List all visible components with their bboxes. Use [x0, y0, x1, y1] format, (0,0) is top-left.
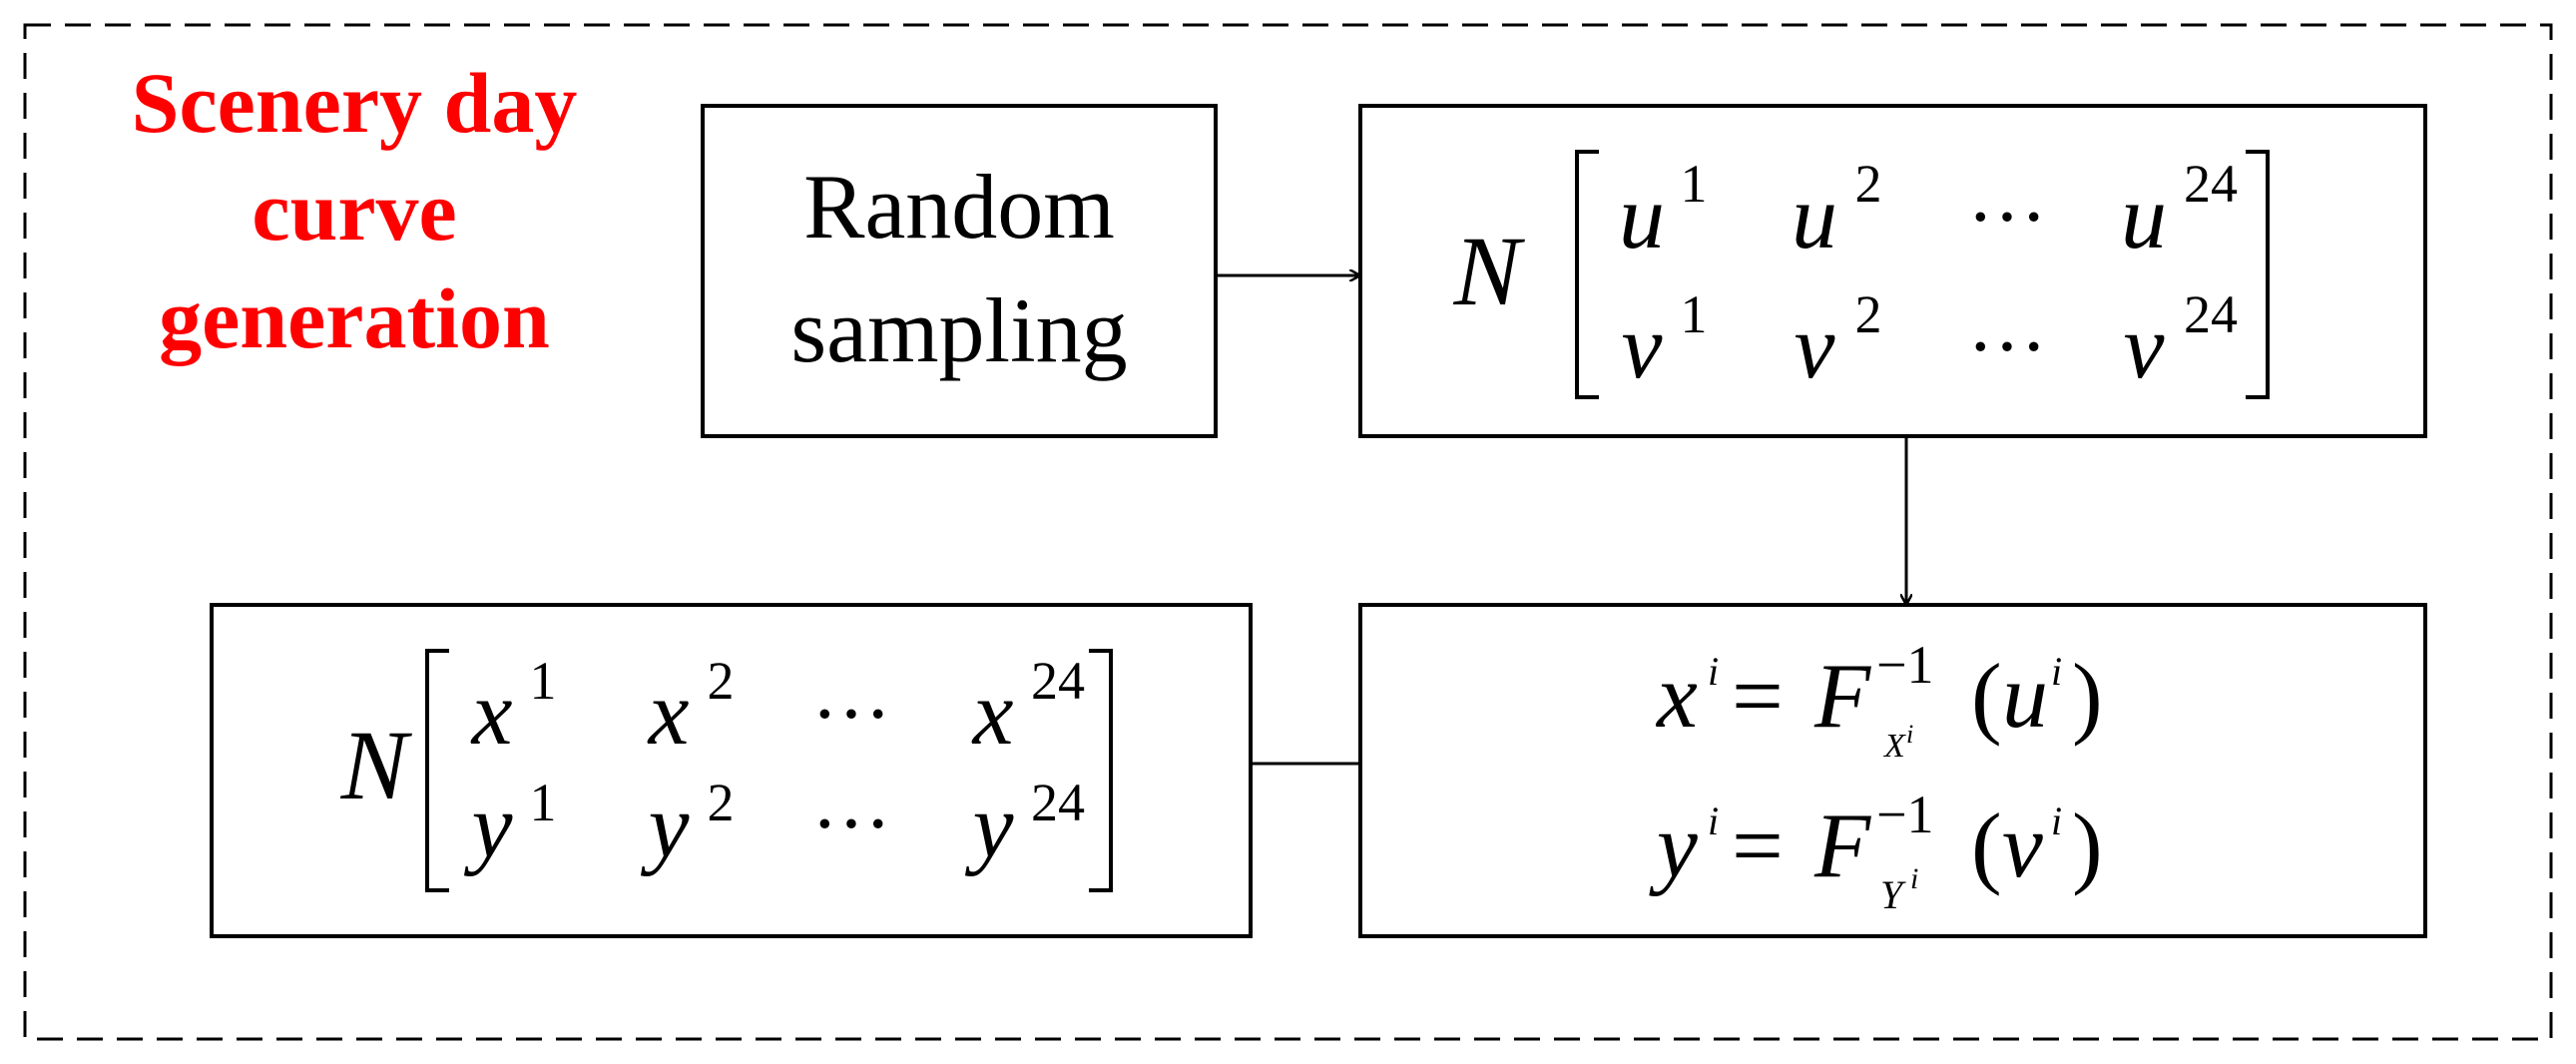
- eq1-function-sub: X: [1882, 728, 1906, 765]
- eq2-argument: v: [2002, 795, 2043, 896]
- eq2-function-sup: −1: [1876, 785, 1933, 844]
- uv-matrix-u24: u: [2121, 166, 2167, 267]
- uv-matrix-row1-ellipsis: ···: [1967, 174, 2047, 262]
- eq1-equals: =: [1732, 645, 1784, 747]
- random-sampling-box: [701, 104, 1218, 438]
- uv-matrix-u1-sup: 1: [1681, 154, 1708, 214]
- eq2-argument-sup: i: [2051, 798, 2062, 843]
- eq2-open-paren: (: [1971, 795, 2002, 896]
- uv-matrix-right-bracket: [2246, 150, 2270, 399]
- eq1-open-paren: (: [1971, 645, 2002, 747]
- xy-matrix-right-bracket: [1089, 649, 1113, 892]
- xy-matrix-y1-sup: 1: [530, 773, 557, 832]
- random-sampling-label-line-1: Random: [803, 156, 1115, 258]
- uv-matrix-u2: u: [1792, 166, 1837, 267]
- eq2-equals: =: [1732, 795, 1784, 896]
- uv-matrix-u24-sup: 24: [2184, 154, 2238, 214]
- uv-matrix-prefix: N: [1453, 216, 1526, 326]
- uv-matrix-node: N u 1 u 2 ··· u 24 v 1 v 2 ··· v 24: [1358, 104, 2427, 438]
- eq1-function: F: [1813, 645, 1871, 747]
- eq2-function-sub-sup: i: [1910, 862, 1918, 895]
- eq2-function: F: [1813, 795, 1871, 896]
- eq1-close-paren: ): [2072, 645, 2103, 747]
- xy-matrix-node: N x 1 x 2 ··· x 24 y 1 y 2 ··· y 24: [210, 603, 1253, 938]
- uv-matrix-v1-sup: 1: [1681, 284, 1708, 344]
- eq1-argument: u: [2002, 645, 2048, 747]
- eq1-lhs-sup: i: [1708, 649, 1719, 694]
- xy-matrix-x1: x: [470, 662, 513, 764]
- eq1-function-sub-sup: i: [1906, 720, 1913, 749]
- xy-matrix-y1: y: [464, 775, 513, 876]
- xy-matrix-y24: y: [965, 775, 1014, 876]
- eq2-lhs-sup: i: [1708, 798, 1719, 843]
- inverse-cdf-box: [1358, 603, 2427, 938]
- dashed-group-frame: [23, 23, 2553, 1041]
- xy-matrix-y2-sup: 2: [708, 773, 735, 832]
- xy-matrix-x1-sup: 1: [530, 651, 557, 711]
- xy-matrix-prefix: N: [340, 710, 413, 820]
- group-title: Scenery day curve generation: [132, 55, 578, 366]
- xy-matrix-x2-sup: 2: [708, 651, 735, 711]
- eq1-lhs: x: [1655, 645, 1698, 747]
- eq1-function-sup: −1: [1876, 635, 1933, 695]
- inverse-cdf-equation-y: y i = F −1 Y i ( v i ): [1649, 785, 2103, 917]
- xy-matrix-left-bracket: [425, 649, 449, 892]
- xy-matrix-y24-sup: 24: [1031, 773, 1085, 832]
- uv-matrix-v2: v: [1795, 295, 1835, 397]
- group-title-line-1: Scenery day: [132, 55, 578, 151]
- xy-matrix-box: [210, 603, 1253, 938]
- uv-matrix-u2-sup: 2: [1855, 154, 1882, 214]
- uv-matrix-v2-sup: 2: [1855, 284, 1882, 344]
- xy-matrix-row2-ellipsis: ···: [811, 781, 891, 868]
- uv-matrix-v24: v: [2124, 295, 2165, 397]
- inverse-cdf-node: x i = F −1 X i ( u i ) y i = F −1 Y i ( …: [1358, 603, 2427, 938]
- uv-matrix-v1: v: [1622, 295, 1663, 397]
- inverse-cdf-equation-x: x i = F −1 X i ( u i ): [1655, 635, 2103, 765]
- group-title-line-2: curve: [252, 163, 456, 259]
- uv-matrix-row2-ellipsis: ···: [1967, 303, 2047, 391]
- uv-matrix-box: [1358, 104, 2427, 438]
- group-title-line-3: generation: [159, 270, 550, 366]
- xy-matrix-x2: x: [647, 662, 690, 764]
- eq2-lhs: y: [1649, 795, 1698, 896]
- xy-matrix-x24: x: [971, 662, 1014, 764]
- eq2-close-paren: ): [2072, 795, 2103, 896]
- xy-matrix-x24-sup: 24: [1031, 651, 1085, 711]
- uv-matrix-v24-sup: 24: [2184, 284, 2238, 344]
- eq1-argument-sup: i: [2051, 649, 2062, 694]
- uv-matrix-u1: u: [1619, 166, 1665, 267]
- random-sampling-label-line-2: sampling: [790, 279, 1127, 381]
- random-sampling-node: Random sampling: [701, 104, 1218, 438]
- eq2-function-sub: Y: [1880, 872, 1906, 917]
- xy-matrix-y2: y: [641, 775, 690, 876]
- uv-matrix-left-bracket: [1575, 150, 1599, 399]
- xy-matrix-row1-ellipsis: ···: [811, 671, 891, 759]
